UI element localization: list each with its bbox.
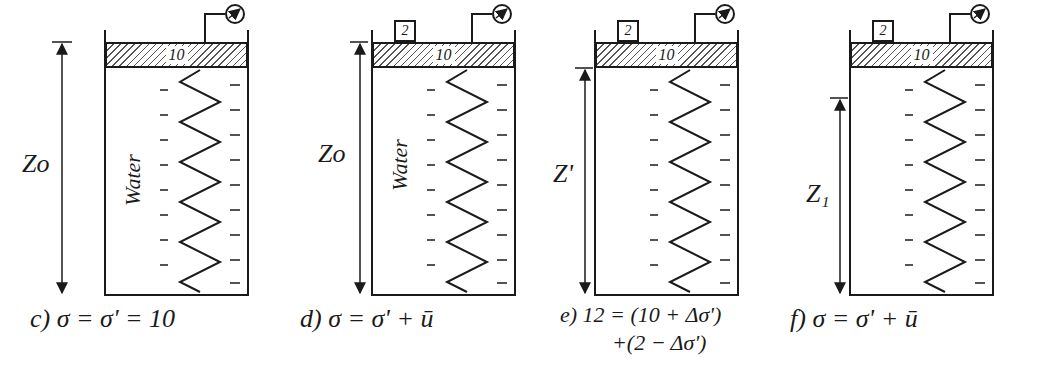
caption: f) σ = σ' + ū — [790, 305, 918, 334]
load-block: 2 — [872, 20, 894, 42]
load-value: 2 — [399, 23, 412, 38]
dimension-label: Zo — [318, 140, 345, 169]
load-value: 10 — [656, 46, 678, 64]
load-value: 2 — [877, 23, 890, 38]
load-value: 10 — [911, 46, 933, 64]
caption: d) σ = σ' + ū — [300, 305, 433, 334]
caption: +(2 − Δσ') — [612, 331, 706, 355]
water-label: Water — [388, 139, 412, 191]
piston-plate: 10 — [105, 42, 248, 68]
piston-plate: 10 — [595, 42, 738, 68]
load-value: 10 — [433, 46, 455, 64]
load-block: 2 — [617, 20, 639, 42]
dimension-label: Z' — [553, 160, 573, 189]
caption: c) σ = σ' = 10 — [30, 305, 175, 334]
water-label: Water — [121, 154, 145, 206]
dimension-label: Z₁ — [806, 180, 830, 209]
load-value: 2 — [622, 23, 635, 38]
dimension-label: Zo — [22, 150, 49, 179]
piston-plate: 10 — [850, 42, 993, 68]
caption: e) 12 = (10 + Δσ') — [560, 303, 721, 327]
load-block: 2 — [394, 20, 416, 42]
piston-plate: 10 — [372, 42, 515, 68]
load-value: 10 — [166, 46, 188, 64]
